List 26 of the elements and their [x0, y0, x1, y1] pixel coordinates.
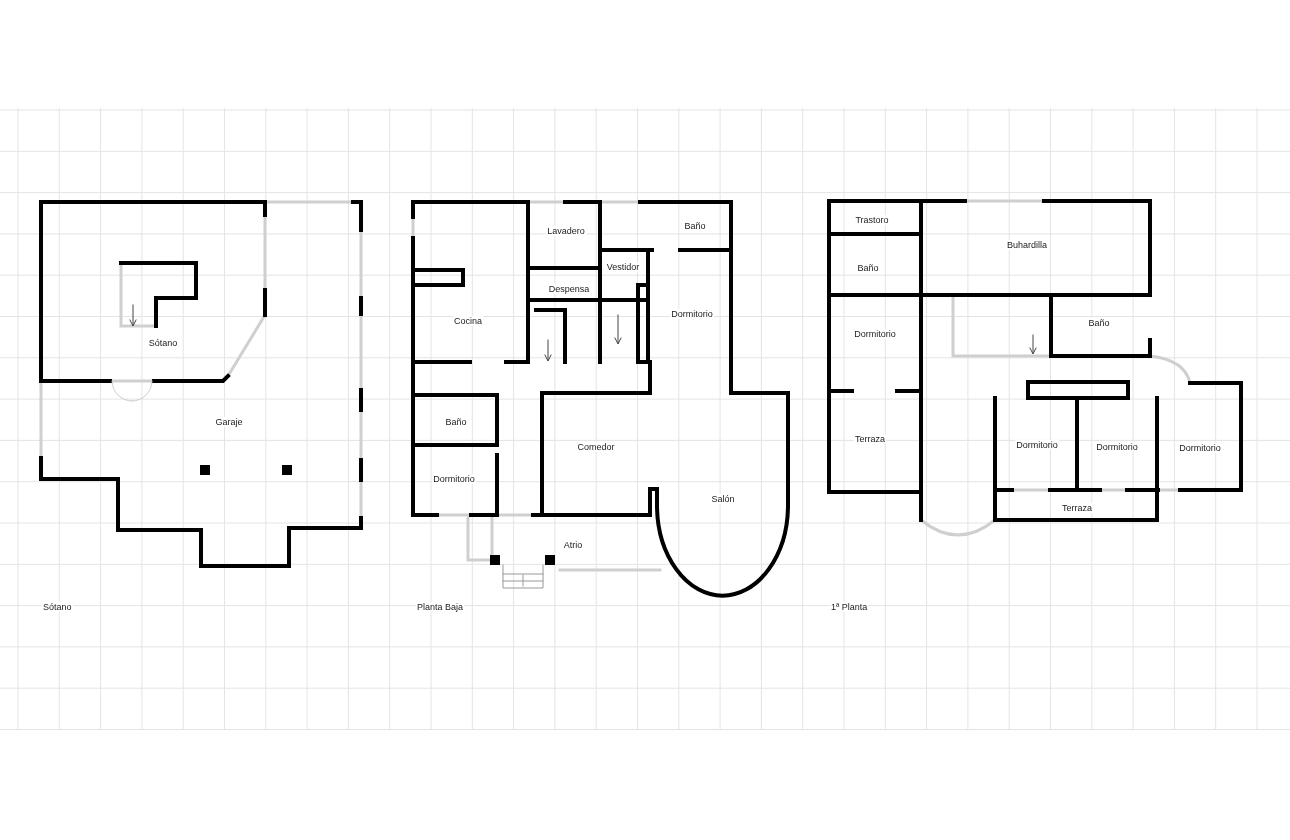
room-label: Dormitorio: [853, 329, 897, 339]
room-label: Lavadero: [546, 226, 586, 236]
room-label: Dormitorio: [1015, 440, 1059, 450]
room-label: Vestidor: [605, 262, 641, 272]
room-label: Terraza: [854, 434, 886, 444]
room-label: Dormitorio: [432, 474, 476, 484]
room-label: Dormitorio: [670, 309, 714, 319]
room-label: Dormitorio: [1095, 442, 1139, 452]
room-label: Baño: [1087, 318, 1111, 328]
floor-title: Planta Baja: [416, 602, 465, 612]
room-label: Garaje: [214, 417, 244, 427]
room-label: Despensa: [547, 284, 591, 294]
room-label: Trastoro: [854, 215, 890, 225]
room-label: Cocina: [453, 316, 483, 326]
floor-title: Sótano: [42, 602, 73, 612]
room-label: Baño: [444, 417, 468, 427]
room-label: Comedor: [576, 442, 616, 452]
room-label: Baño: [856, 263, 880, 273]
room-label: Buhardilla: [1006, 240, 1048, 250]
room-label: Terraza: [1061, 503, 1093, 513]
room-label: Baño: [683, 221, 707, 231]
room-label: Salón: [710, 494, 736, 504]
room-label: Atrio: [562, 540, 584, 550]
room-label: Dormitorio: [1178, 443, 1222, 453]
room-label: Sótano: [147, 338, 179, 348]
floor-title: 1ª Planta: [830, 602, 869, 612]
